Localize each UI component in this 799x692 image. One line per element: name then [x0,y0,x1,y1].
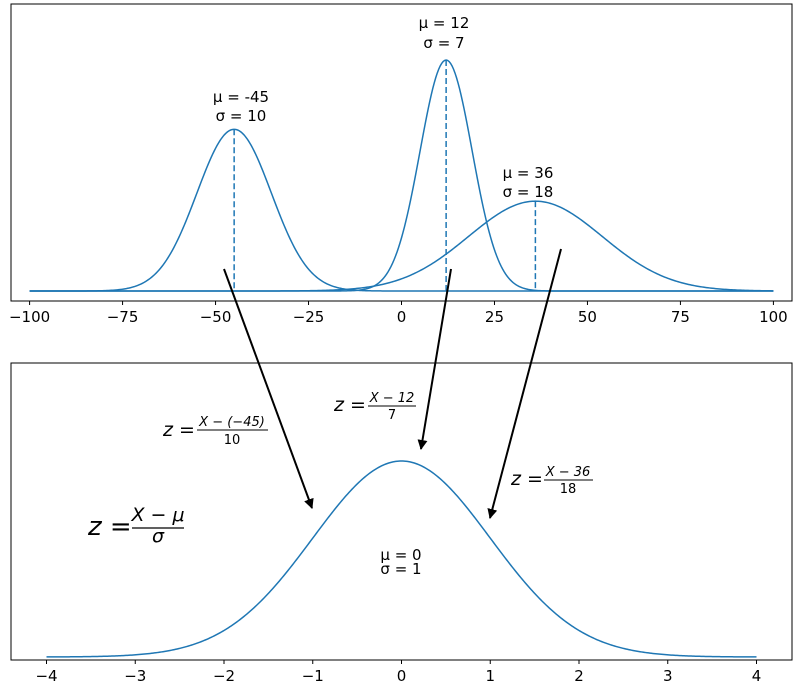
pdf-curve-2 [29,59,774,292]
top-curves [29,59,774,292]
x-tick-label: 1 [485,667,495,685]
formula-2: z = X − 12 7 [333,391,416,423]
annotation-sigma-1: σ = 10 [216,107,267,125]
top-x-ticks: −100 −75 −50 −25 0 25 50 75 100 [9,301,788,326]
x-tick-label: 2 [574,667,584,685]
x-tick-label: −100 [9,308,50,326]
x-tick-label: 50 [578,308,597,326]
x-tick-label: 4 [752,667,762,685]
x-tick-label: 0 [397,667,407,685]
formula-1: z = X − (−45) 10 [162,415,268,448]
arrow-from-curve-2 [417,268,452,450]
x-tick-label: 0 [397,308,407,326]
x-tick-label: 100 [759,308,788,326]
formula-1-lhs: z = [162,419,195,441]
top-axes-frame [10,3,793,302]
formula-3-num: X − 36 [545,465,591,480]
x-tick-label: 3 [663,667,673,685]
bottom-curves [46,460,757,658]
bottom-panel: −4 −3 −2 −1 0 1 2 3 4 μ = 0 σ = 1 z = X − μ σ z … [10,362,793,685]
formula-1-num: X − (−45) [198,415,265,430]
pdf-curve-1 [29,128,774,292]
formula-3-den: 18 [560,482,577,497]
annotation-sigma-3: σ = 18 [503,183,554,201]
formula-general-den: σ [152,525,165,547]
pdf-curve-3 [29,200,774,292]
x-tick-label: −2 [213,667,235,685]
top-mean-lines [233,60,537,291]
formula-general: z = X − μ σ [87,504,185,547]
formula-general-lhs: z = [87,512,132,542]
annotation-mu-std: μ = 0 [380,546,421,564]
x-tick-label: 75 [671,308,690,326]
x-tick-label: −25 [293,308,325,326]
formula-2-den: 7 [388,408,396,423]
pdf-curve-1 [46,460,757,658]
annotation-mu-1: μ = -45 [213,88,269,106]
annotation-sigma-2: σ = 7 [423,34,464,52]
formula-general-num: X − μ [130,504,184,526]
x-tick-label: −50 [200,308,232,326]
arrow-from-curve-3 [487,248,562,519]
formula-3-lhs: z = [510,468,543,490]
formula-2-lhs: z = [333,394,366,416]
annotation-mu-3: μ = 36 [503,164,554,182]
x-tick-label: −75 [107,308,139,326]
annotation-mu-2: μ = 12 [419,14,470,32]
formula-1-den: 10 [224,433,241,448]
arrows [223,248,562,519]
x-tick-label: −3 [124,667,146,685]
bottom-x-ticks: −4 −3 −2 −1 0 1 2 3 4 [35,660,761,685]
formula-3: z = X − 36 18 [510,465,593,497]
x-tick-label: −1 [302,667,324,685]
x-tick-label: −4 [35,667,57,685]
top-panel: −100 −75 −50 −25 0 25 50 75 100 μ = -45 σ = 10 μ… [9,3,793,326]
x-tick-label: 25 [485,308,504,326]
arrow-from-curve-1 [223,268,314,509]
formula-2-num: X − 12 [369,391,415,406]
annotation-sigma-std: σ = 1 [380,560,421,578]
